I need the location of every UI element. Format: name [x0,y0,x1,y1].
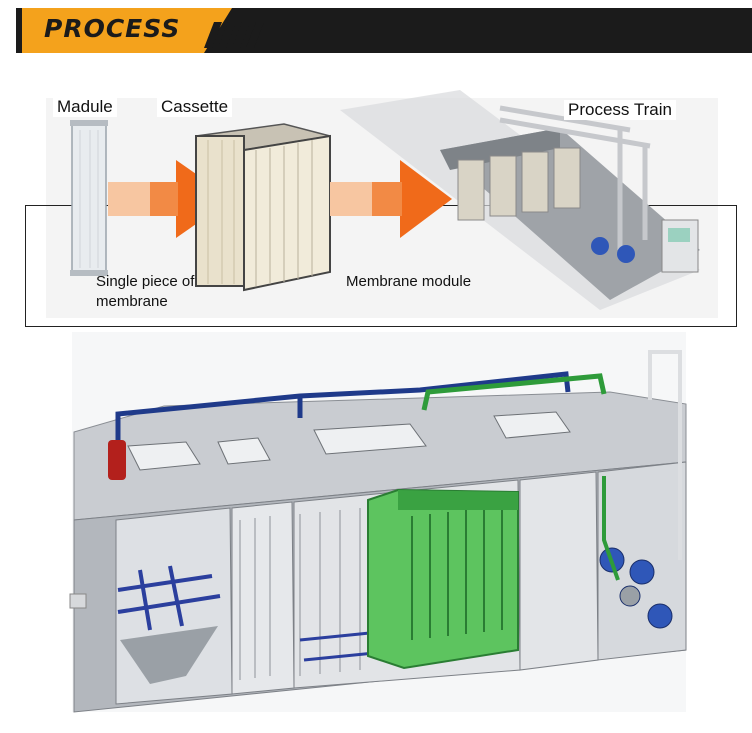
banner-tab-shape [22,8,264,53]
caption-membrane-module: Membrane module [346,273,472,290]
label-cassette: Cassette [157,97,233,117]
arrow-right-icon [330,160,452,238]
cassette-rack-icon [195,123,331,292]
membrane-sheet-icon [70,120,108,276]
page-title: PROCESS [44,14,181,43]
label-module: Madule [53,97,117,117]
membrane-cassette-green [367,488,519,670]
process-train-icon [340,90,700,310]
banner-stripes-icon [204,22,264,48]
label-process-train: Process Train [564,100,676,120]
caption-single-piece: Single piece of membrane [96,273,195,310]
